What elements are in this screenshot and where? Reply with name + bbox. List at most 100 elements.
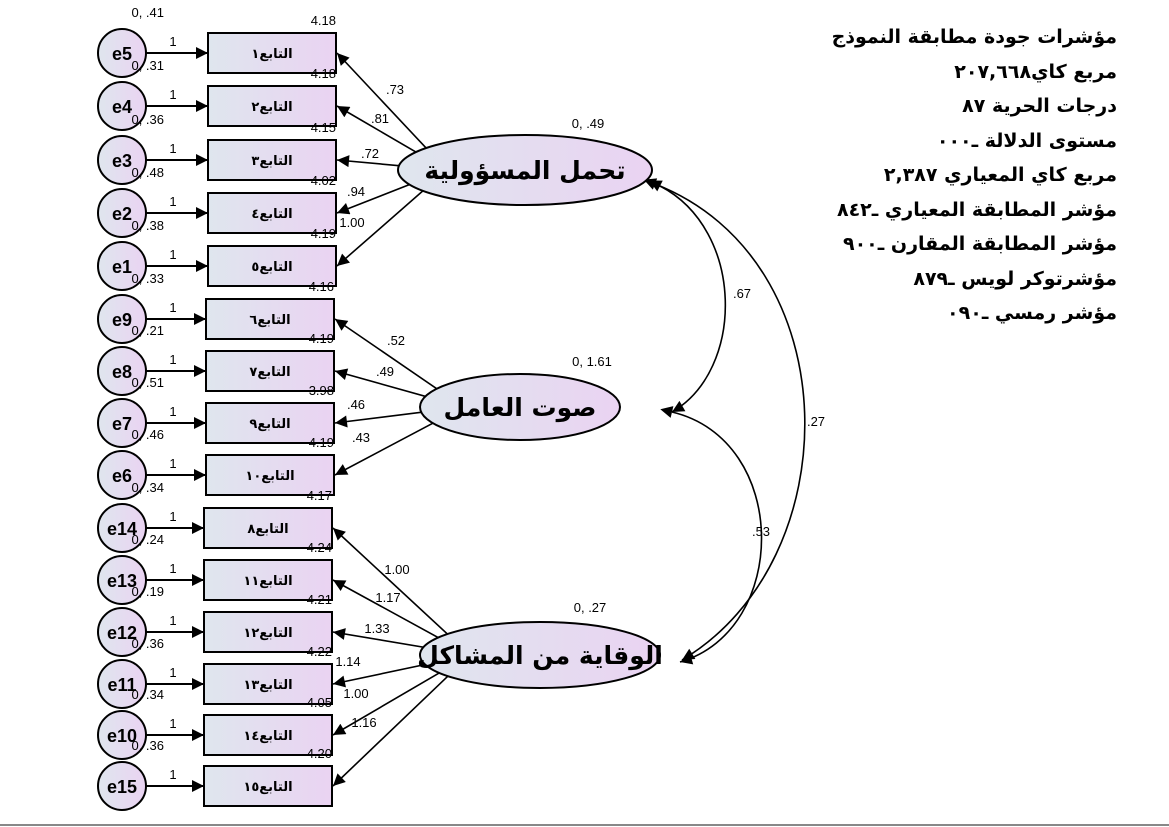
observed-variable-label: التابع١٢ bbox=[243, 626, 292, 641]
covariance-arrow bbox=[660, 406, 763, 665]
error-weight-label: 1 bbox=[169, 352, 176, 367]
error-term-circle[interactable] bbox=[97, 659, 147, 709]
loading-path-arrow bbox=[332, 579, 454, 647]
fit-index-line: مربع كاي٢٠٧,٦٦٨ bbox=[954, 60, 1117, 83]
observed-variable-box[interactable] bbox=[203, 714, 333, 756]
intercept-label: 4.02 bbox=[311, 173, 336, 188]
error-term-circle[interactable] bbox=[97, 294, 147, 344]
error-variance-label: 0, .34 bbox=[131, 687, 164, 702]
error-term-label: e2 bbox=[112, 204, 132, 224]
error-term-circle[interactable] bbox=[97, 761, 147, 811]
error-term-label: e5 bbox=[112, 44, 132, 64]
factor-loading-label: 1.00 bbox=[384, 562, 409, 577]
error-variance-label: 0, .31 bbox=[131, 58, 164, 73]
error-term-circle[interactable] bbox=[97, 188, 147, 238]
observed-variable-box[interactable] bbox=[207, 245, 337, 287]
error-weight-label: 1 bbox=[169, 716, 176, 731]
error-term-circle[interactable] bbox=[97, 555, 147, 605]
observed-variable-box[interactable] bbox=[205, 454, 335, 496]
error-variance-label: 0, .34 bbox=[131, 480, 164, 495]
observed-variable-box[interactable] bbox=[203, 663, 333, 705]
error-weight-label: 1 bbox=[169, 613, 176, 628]
error-term-label: e15 bbox=[107, 777, 137, 797]
intercept-label: 4.17 bbox=[307, 488, 332, 503]
observed-variable-box[interactable] bbox=[207, 85, 337, 127]
observed-variable-box[interactable] bbox=[203, 507, 333, 549]
observed-variable-box[interactable] bbox=[205, 298, 335, 340]
error-weight-label: 1 bbox=[169, 34, 176, 49]
loading-path-arrow bbox=[332, 663, 455, 736]
error-weight-label: 1 bbox=[169, 561, 176, 576]
intercept-label: 4.15 bbox=[311, 120, 336, 135]
fit-index-line: مؤشر المطابقة المعياري ـ٨٤٢ bbox=[836, 198, 1117, 221]
latent-factor-label: صوت العامل bbox=[444, 393, 597, 423]
error-term-circle[interactable] bbox=[97, 503, 147, 553]
error-term-circle[interactable] bbox=[97, 346, 147, 396]
fit-indices-title: مؤشرات جودة مطابقة النموذج bbox=[831, 26, 1117, 48]
covariance-arrow bbox=[643, 178, 806, 661]
error-term-circle[interactable] bbox=[97, 398, 147, 448]
error-weight-label: 1 bbox=[169, 767, 176, 782]
error-weight-label: 1 bbox=[169, 300, 176, 315]
intercept-label: 4.19 bbox=[309, 331, 334, 346]
fit-index-line: مستوى الدلالة ـ٠٠٠ bbox=[936, 129, 1117, 152]
observed-variable-box[interactable] bbox=[205, 350, 335, 392]
error-weight-label: 1 bbox=[169, 247, 176, 262]
error-variance-label: 0, .51 bbox=[131, 375, 164, 390]
error-variance-label: 0, .24 bbox=[131, 532, 164, 547]
error-term-circle[interactable] bbox=[97, 710, 147, 760]
intercept-label: 4.16 bbox=[309, 279, 334, 294]
observed-variable-box[interactable] bbox=[203, 611, 333, 653]
error-variance-label: 0, .36 bbox=[131, 636, 164, 651]
error-term-label: e3 bbox=[112, 151, 132, 171]
observed-variable-label: التابع١ bbox=[251, 47, 292, 62]
observed-variable-label: التابع٣ bbox=[251, 154, 292, 169]
error-variance-label: 0, .38 bbox=[131, 218, 164, 233]
factor-loading-label: 1.14 bbox=[335, 654, 360, 669]
factor-loading-label: .81 bbox=[371, 111, 389, 126]
observed-variable-label: التابع٥ bbox=[251, 260, 292, 275]
loading-path-arrow bbox=[336, 180, 435, 267]
error-term-circle[interactable] bbox=[97, 135, 147, 185]
error-term-circle[interactable] bbox=[97, 81, 147, 131]
fit-index-line: درجات الحرية ٨٧ bbox=[962, 95, 1117, 117]
error-variance-label: 0, .48 bbox=[131, 165, 164, 180]
error-weight-label: 1 bbox=[169, 665, 176, 680]
error-variance-label: 0, .19 bbox=[131, 584, 164, 599]
error-term-circle[interactable] bbox=[97, 28, 147, 78]
observed-variable-box[interactable] bbox=[207, 32, 337, 74]
error-term-label: e8 bbox=[112, 362, 132, 382]
error-term-label: e11 bbox=[107, 675, 136, 695]
observed-variable-box[interactable] bbox=[207, 139, 337, 181]
observed-variable-box[interactable] bbox=[203, 559, 333, 601]
latent-factor-ellipse[interactable] bbox=[419, 621, 661, 689]
observed-variable-label: التابع١٤ bbox=[243, 729, 292, 744]
factor-loading-label: .52 bbox=[387, 333, 405, 348]
factor-loading-label: .49 bbox=[376, 364, 394, 379]
observed-variable-label: التابع٧ bbox=[249, 365, 290, 380]
intercept-label: 4.22 bbox=[307, 644, 332, 659]
fit-index-line: مؤشرتوكر لويس ـ٨٧٩ bbox=[913, 267, 1117, 290]
latent-factor-ellipse[interactable] bbox=[397, 134, 653, 206]
observed-variable-box[interactable] bbox=[205, 402, 335, 444]
error-term-circle[interactable] bbox=[97, 241, 147, 291]
fit-index-line: مؤشر رمسي ـ٠٩٠ bbox=[947, 302, 1117, 324]
intercept-label: 4.21 bbox=[307, 592, 332, 607]
observed-variable-box[interactable] bbox=[203, 765, 333, 807]
observed-variable-box[interactable] bbox=[207, 192, 337, 234]
error-variance-label: 0, .46 bbox=[131, 427, 164, 442]
intercept-label: 4.18 bbox=[311, 13, 336, 28]
factor-loading-label: 1.33 bbox=[364, 621, 389, 636]
error-term-label: e7 bbox=[112, 414, 132, 434]
covariance-label: .53 bbox=[752, 524, 770, 539]
error-weight-label: 1 bbox=[169, 456, 176, 471]
latent-factor-ellipse[interactable] bbox=[419, 373, 621, 441]
error-variance-label: 0, .33 bbox=[131, 271, 164, 286]
error-term-circle[interactable] bbox=[97, 450, 147, 500]
error-weight-label: 1 bbox=[169, 404, 176, 419]
error-weight-label: 1 bbox=[169, 194, 176, 209]
observed-variable-label: التابع٢ bbox=[251, 100, 292, 115]
observed-variable-label: التابع٦ bbox=[249, 313, 290, 328]
error-term-circle[interactable] bbox=[97, 607, 147, 657]
factor-loading-label: .43 bbox=[352, 430, 370, 445]
